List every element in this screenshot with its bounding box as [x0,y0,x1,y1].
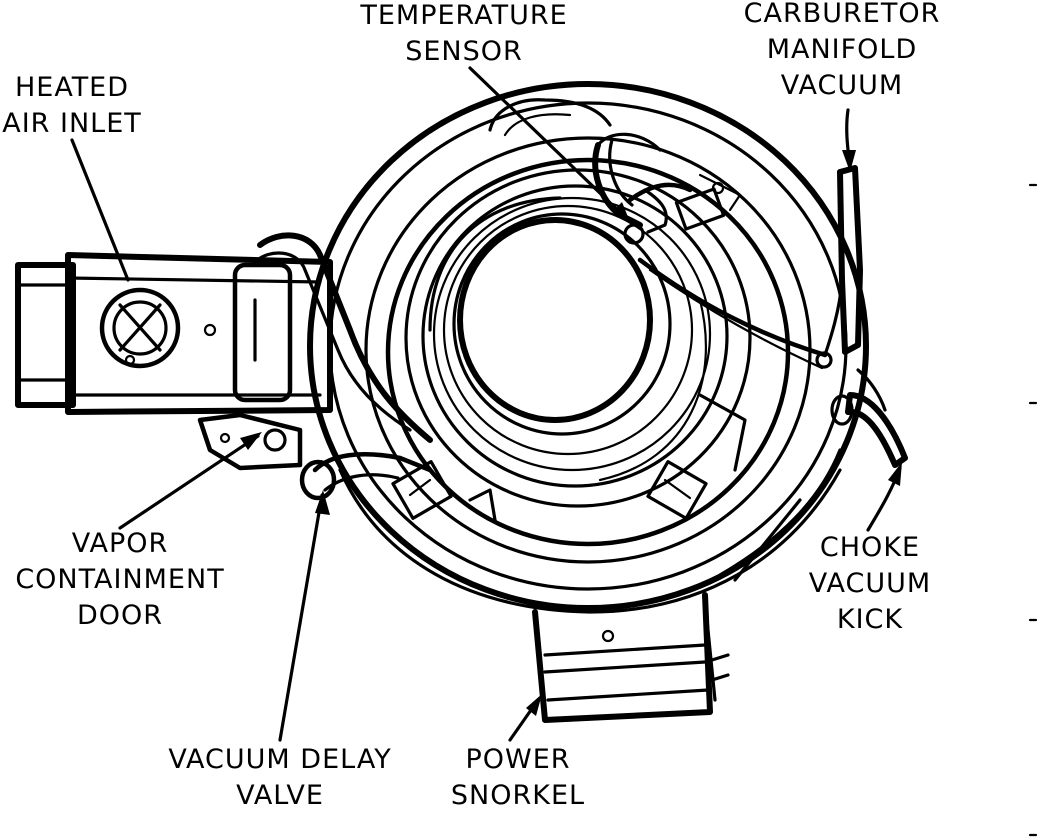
label-vapor-containment-door: VAPOR CONTAINMENT DOOR [15,528,224,631]
temperature-sensor [592,132,742,245]
filter-rings [404,168,752,522]
label-line: VACUUM DELAY [168,744,391,775]
label-temperature-sensor: TEMPERATURE SENSOR [359,0,567,67]
label-line: HEATED [15,72,129,103]
label-line: VAPOR [72,528,169,559]
label-line: SNORKEL [451,780,585,811]
label-vacuum-delay-valve: VACUUM DELAY VALVE [168,744,391,811]
label-line: DOOR [77,600,163,631]
label-line: VACUUM [809,568,931,599]
label-line: CHOKE [820,532,920,563]
leader-lines [70,66,902,742]
label-line: CARBURETOR [744,0,941,29]
label-line: KICK [837,604,904,635]
rim-clips [391,460,708,520]
label-power-snorkel: POWER SNORKEL [451,744,585,811]
label-choke-vacuum-kick: CHOKE VACUUM KICK [809,532,931,635]
label-heated-air-inlet: HEATED AIR INLET [2,72,142,139]
label-line: VALVE [236,780,324,811]
heated-air-inlet [15,252,333,471]
label-line: VACUUM [781,70,903,101]
vacuum-hoses [253,165,908,501]
label-carburetor-manifold-vacuum: CARBURETOR MANIFOLD VACUUM [744,0,941,101]
power-snorkel [532,592,730,723]
label-line: POWER [465,744,570,775]
label-line: MANIFOLD [767,34,918,65]
label-line: TEMPERATURE [359,0,567,31]
label-line: CONTAINMENT [15,564,224,595]
edge-ticks [1028,183,1038,837]
label-line: AIR INLET [2,108,142,139]
label-line: SENSOR [405,36,523,67]
